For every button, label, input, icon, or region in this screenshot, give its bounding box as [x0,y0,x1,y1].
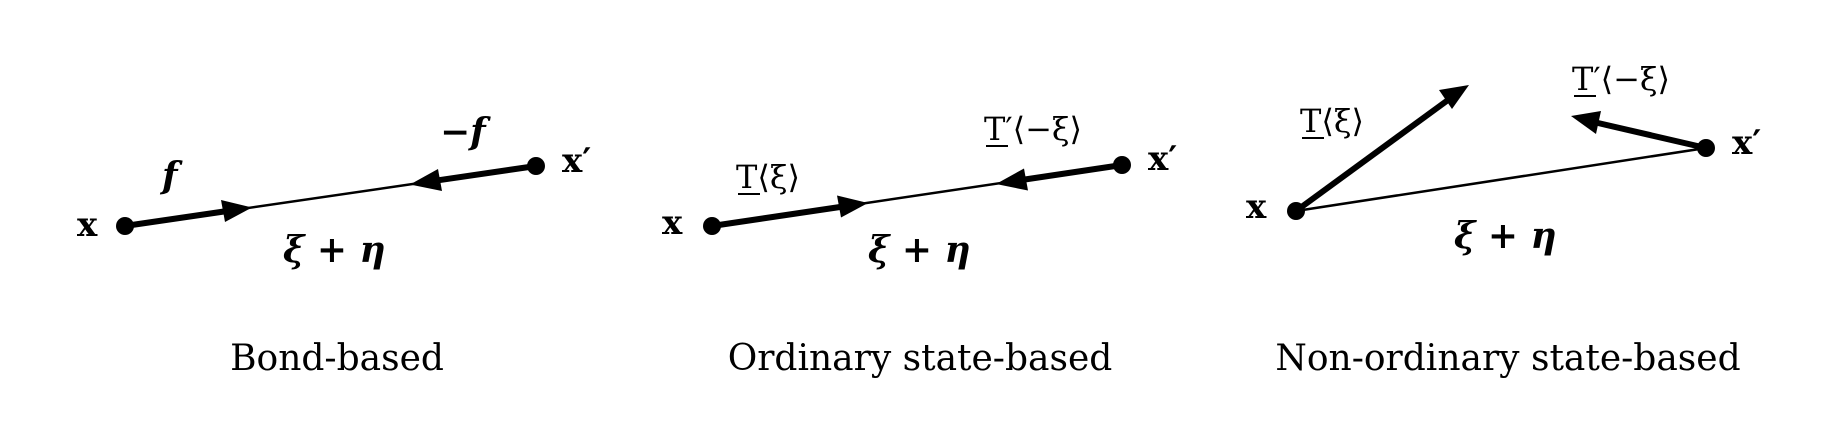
force-arrow-neg-f [437,163,537,184]
force-arrow-T [711,204,841,229]
panel-ordinary-state-based: x x′ T⟨ξ⟩ T′⟨−ξ⟩ ξ + η Ordinary state-ba… [662,110,1177,379]
force-arrowhead-neg-f [410,169,442,191]
point-x-label: x [662,203,683,243]
point-xprime [1697,139,1715,157]
bond-label: ξ + η [283,229,386,271]
force-label: T⟨ξ⟩ [1300,102,1364,140]
point-xprime-label: x′ [1732,123,1761,163]
force-neg-label: T′⟨−ξ⟩ [984,110,1082,148]
point-xprime-label: x′ [562,141,591,181]
bond-label: ξ + η [1454,215,1557,257]
bond-line [1295,146,1707,213]
force-arrow-Tprime [1023,162,1123,183]
point-x [116,217,134,235]
point-xprime [1113,156,1131,174]
point-xprime [527,157,545,175]
panel-bond-based: x x′ f −f ξ + η Bond-based [77,111,591,379]
caption-bond-based: Bond-based [230,338,444,379]
force-arrowhead-T [1439,85,1469,109]
force-arrowhead-T [837,195,868,218]
point-x-label: x [1246,187,1267,227]
force-arrow-f [124,208,225,229]
panel-non-ordinary-state-based: x x′ T⟨ξ⟩ T′⟨−ξ⟩ ξ + η Non-ordinary stat… [1246,60,1761,379]
point-xprime-label: x′ [1148,139,1177,179]
force-label: T⟨ξ⟩ [736,158,800,196]
force-arrow-Tprime [1597,120,1707,151]
force-arrowhead-Tprime [1571,111,1601,134]
bond-label: ξ + η [868,229,971,271]
force-neg-label: −f [440,111,491,153]
force-label: f [159,155,183,197]
caption-ordinary-state-based: Ordinary state-based [728,338,1113,379]
force-arrow-T [1294,97,1450,214]
force-arrowhead-f [221,200,252,222]
point-x [1287,202,1305,220]
caption-non-ordinary-state-based: Non-ordinary state-based [1275,338,1740,379]
point-x [703,217,721,235]
point-x-label: x [77,205,98,245]
force-arrowhead-Tprime [996,168,1028,191]
force-neg-label: T′⟨−ξ⟩ [1572,60,1670,98]
